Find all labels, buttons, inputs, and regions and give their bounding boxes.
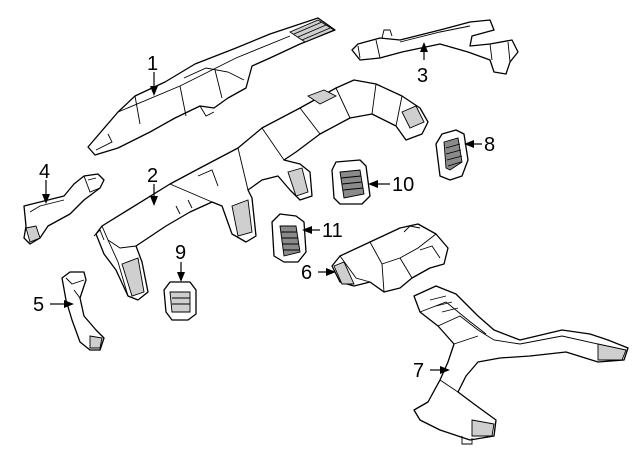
part-8-side-vent (435, 129, 469, 181)
part-5-lower-left-duct (61, 271, 105, 351)
callout-11: 11 (322, 220, 343, 242)
callout-2: 2 (147, 165, 158, 187)
callout-labels: 1 2 3 4 5 6 7 8 9 10 11 (33, 53, 495, 382)
callout-10: 10 (392, 174, 414, 196)
callout-leaders (42, 42, 482, 374)
callout-3: 3 (417, 65, 428, 87)
callout-7: 7 (413, 360, 424, 382)
part-1-defroster-duct (87, 17, 336, 156)
part-7-floor-duct (413, 285, 629, 445)
part-9-outlet (163, 281, 197, 321)
part-4-left-duct (23, 173, 105, 245)
part-10-center-vent (331, 159, 371, 205)
part-2-main-duct (93, 79, 429, 301)
callout-9: 9 (175, 242, 186, 264)
callout-5: 5 (33, 294, 44, 316)
part-3-side-duct (351, 19, 519, 75)
callout-8: 8 (484, 134, 495, 156)
callout-1: 1 (147, 53, 158, 75)
part-6-console-duct (331, 223, 449, 293)
callout-4: 4 (39, 161, 50, 183)
callout-6: 6 (301, 262, 312, 284)
part-11-center-vent (271, 213, 307, 263)
